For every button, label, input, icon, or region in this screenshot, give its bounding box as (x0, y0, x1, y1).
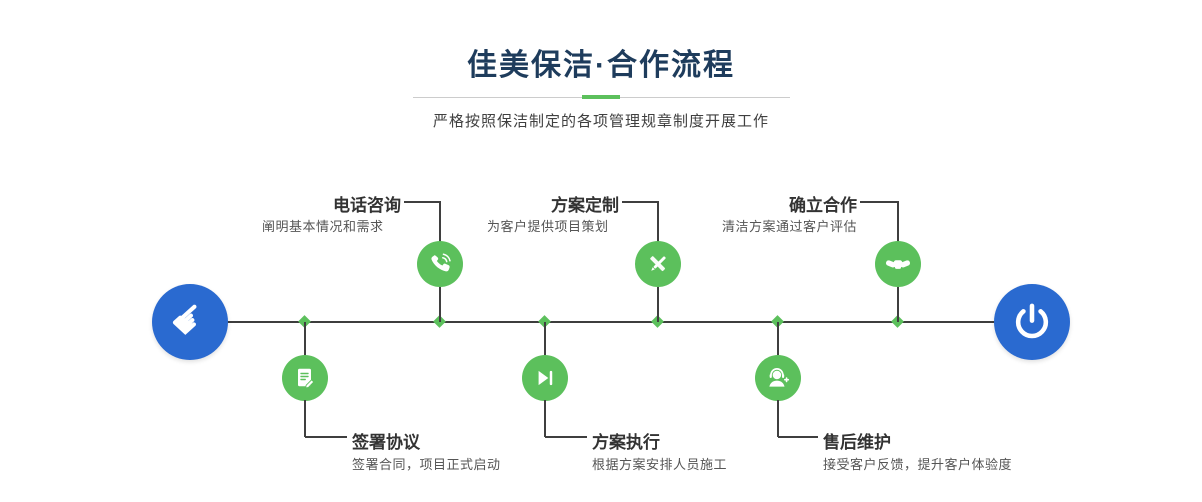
connector (777, 322, 779, 355)
step-node-support (755, 355, 801, 401)
step-desc: 接受客户反馈，提升客户体验度 (823, 457, 1013, 472)
step-title: 确立合作 (789, 196, 857, 215)
step-desc: 签署合同，项目正式启动 (352, 457, 501, 472)
pointer-hand-icon: ☛ (160, 290, 219, 349)
label-connector (622, 201, 658, 203)
step-title: 方案执行 (592, 433, 660, 452)
connector (657, 287, 659, 322)
design-icon (650, 256, 666, 272)
contract-icon (298, 368, 315, 389)
step-title: 售后维护 (823, 433, 891, 452)
step-node-design (635, 241, 681, 287)
support-icon (769, 368, 790, 387)
timeline-end-node (994, 284, 1070, 360)
label-connector (657, 201, 659, 242)
execute-icon (538, 370, 553, 386)
label-connector (777, 400, 779, 437)
step-desc: 为客户提供项目策划 (487, 219, 609, 234)
label-connector (404, 201, 440, 203)
timeline-start-node: ☛ (152, 284, 228, 360)
step-title: 签署协议 (352, 433, 420, 452)
label-connector (305, 436, 347, 438)
step-title: 电话咨询 (333, 196, 401, 215)
step-title: 方案定制 (551, 196, 619, 215)
step-node-execute (522, 355, 568, 401)
step-desc: 阐明基本情况和需求 (262, 219, 384, 234)
page-title: 佳美保洁·合作流程 (467, 49, 735, 82)
label-connector (897, 201, 899, 242)
connector (544, 322, 546, 355)
label-connector (860, 201, 898, 203)
label-connector (778, 436, 818, 438)
phone-icon (431, 253, 451, 272)
timeline-axis (190, 321, 1032, 323)
step-node-phone (417, 241, 463, 287)
page-subtitle: 严格按照保洁制定的各项管理规章制度开展工作 (432, 113, 769, 130)
label-connector (544, 400, 546, 437)
title-divider-accent (582, 95, 620, 99)
step-node-contract (282, 355, 328, 401)
label-connector (304, 400, 306, 437)
label-connector (439, 201, 441, 242)
power-icon (1015, 303, 1049, 339)
step-node-handshake (875, 241, 921, 287)
label-connector (545, 436, 587, 438)
connector (304, 322, 306, 355)
step-desc: 根据方案安排人员施工 (592, 457, 728, 472)
connector (897, 287, 899, 322)
connector (439, 287, 441, 322)
handshake-icon (885, 260, 911, 269)
step-desc: 清洁方案通过客户评估 (722, 219, 858, 234)
